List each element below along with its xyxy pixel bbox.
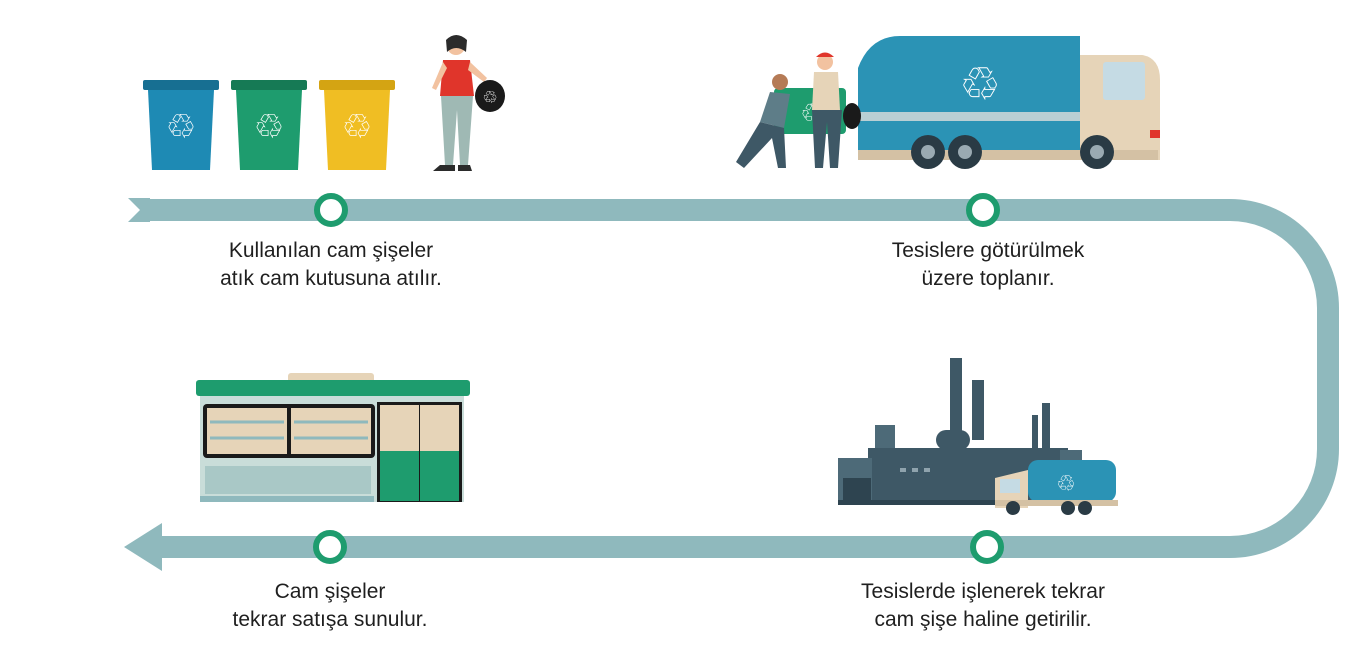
recycling-bins-icon: ♲ ♲ ♲ [143,80,395,170]
tanker-truck-icon: ♲ [995,460,1118,515]
svg-text:♲: ♲ [1056,472,1076,497]
node-1 [314,193,348,227]
step-4-line-2: tekrar satışa sunulur. [232,608,428,631]
node-3 [970,530,1004,564]
step-2-line-1: Tesislere götürülmek [891,239,1085,262]
step-4-line-1: Cam şişeler [274,580,386,603]
svg-text:♲: ♲ [959,57,1000,111]
step-3-line-2: cam şişe haline getirilir. [874,608,1092,631]
garbage-truck-icon: ♲ [858,36,1160,169]
step-2-caption: Tesislere götürülmek üzere toplanır. [892,237,1085,293]
svg-text:♲: ♲ [254,107,284,147]
step-3-line-1: Tesislerde işlenerek tekrar [861,580,1105,603]
step-3-caption: Tesislerde işlenerek tekrar cam şişe hal… [861,578,1105,634]
node-4 [313,530,347,564]
shop-icon [196,373,470,502]
step-1-line-2: atık cam kutusuna atılır. [220,267,442,290]
step-nodes [313,193,1004,564]
person-with-bag-icon: ♲ [432,35,505,171]
step-2-line-2: üzere toplanır. [921,267,1055,290]
svg-text:♲: ♲ [166,107,196,147]
step-1-caption: Kullanılan cam şişeler atık cam kutusuna… [220,237,442,293]
step-1-line-1: Kullanılan cam şişeler [228,239,434,262]
svg-text:♲: ♲ [482,88,497,108]
node-2 [966,193,1000,227]
track-tail-notch [128,198,150,222]
step-4-caption: Cam şişeler tekrar satışa sunulur. [233,578,428,634]
arrow-head-icon [124,523,162,571]
cycle-track [124,198,1339,571]
svg-text:♲: ♲ [342,107,372,147]
workers-with-bin-icon: ♲ [736,52,861,168]
factory-icon [838,358,1118,505]
